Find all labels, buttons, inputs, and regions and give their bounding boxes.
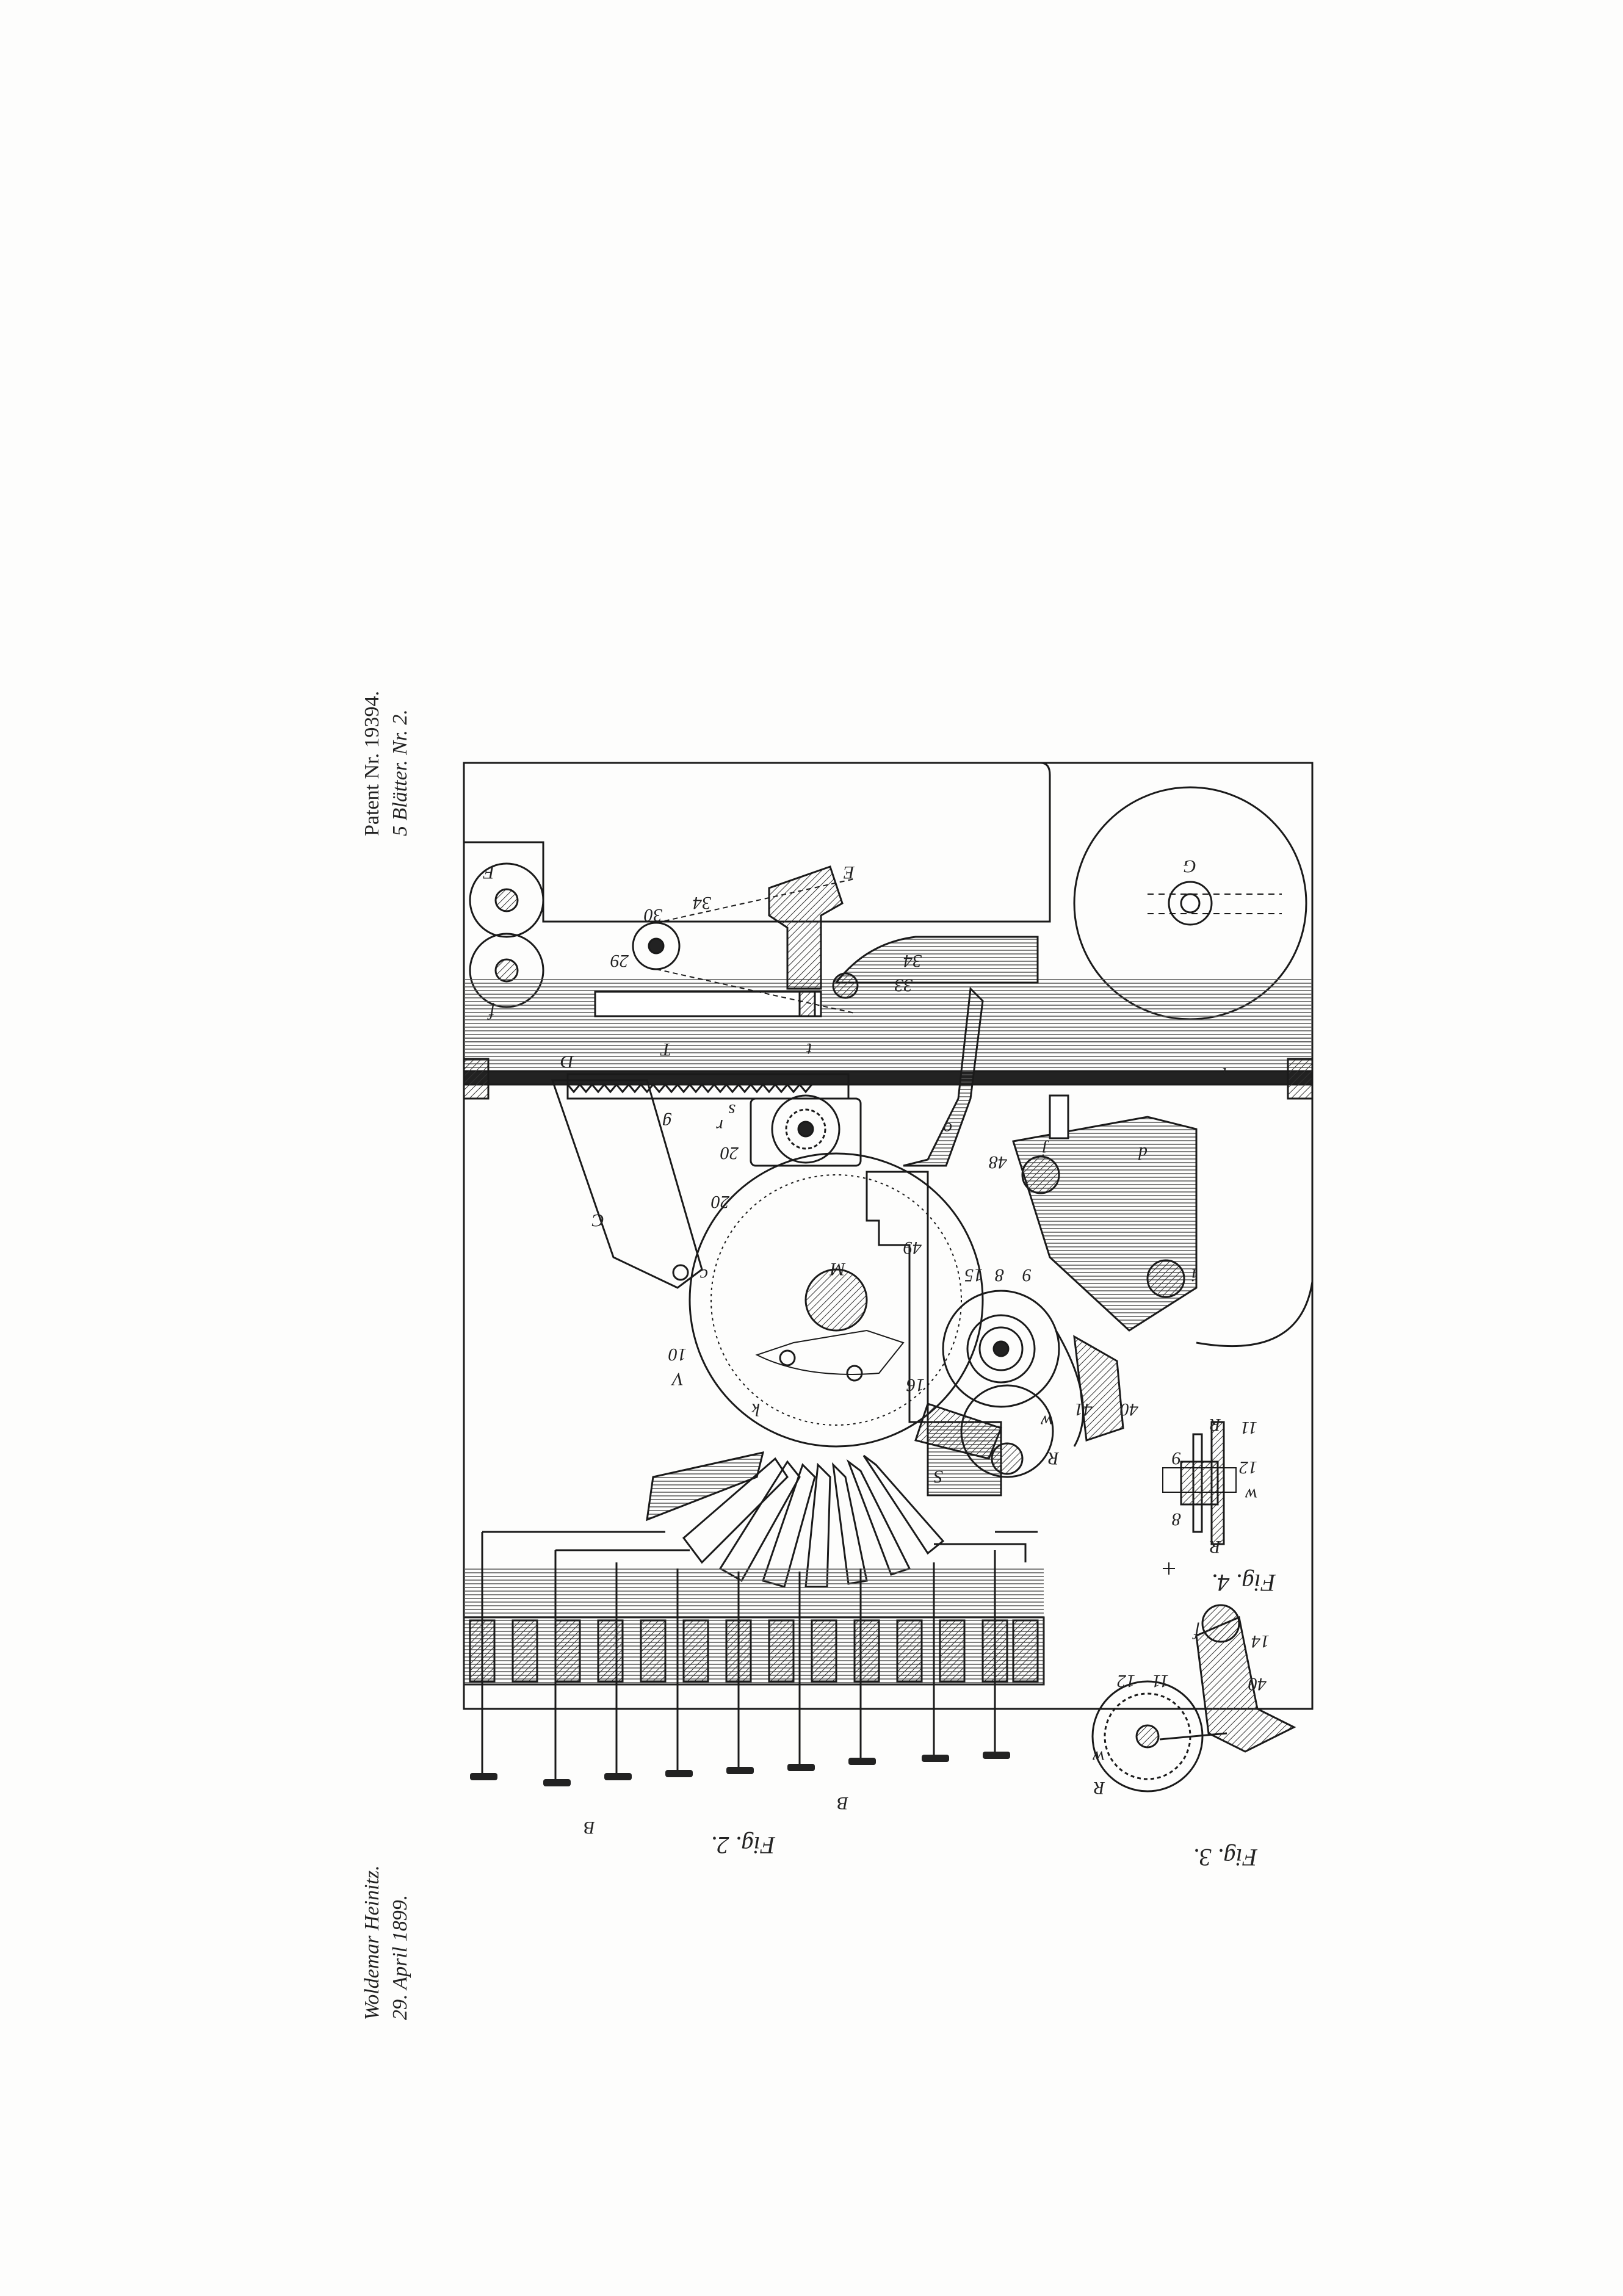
label-d: d xyxy=(1138,1143,1148,1163)
label-R: R xyxy=(1048,1448,1060,1468)
figure-3-title: Fig. 3. xyxy=(1193,1844,1258,1871)
label-48: 48 xyxy=(989,1152,1007,1172)
label-10: 10 xyxy=(668,1345,687,1365)
fig3-label-40: 40 xyxy=(1248,1674,1267,1694)
label-9: 9 xyxy=(1022,1265,1032,1285)
star-wheel-8 xyxy=(966,1314,1036,1384)
fig3-label-14: 14 xyxy=(1251,1631,1270,1652)
rack-bar xyxy=(463,1070,1314,1086)
arm-34 xyxy=(834,936,1039,984)
fig4-label-8: 8 xyxy=(1172,1509,1181,1529)
paper-roller-top xyxy=(469,862,544,938)
label-40: 40 xyxy=(1120,1399,1138,1420)
rack-teeth xyxy=(566,1083,813,1094)
fig4-label-11: 11 xyxy=(1240,1418,1257,1438)
label-S: S xyxy=(934,1467,943,1487)
label-B1: B xyxy=(584,1818,595,1838)
label-33: 33 xyxy=(894,975,913,995)
label-k: k xyxy=(751,1399,760,1420)
label-c: c xyxy=(700,1265,708,1285)
type-bar-E xyxy=(768,865,844,990)
label-T: T xyxy=(660,1039,671,1060)
label-t: t xyxy=(806,1039,812,1060)
pivot-i xyxy=(1146,1259,1185,1298)
star-wheel-9 xyxy=(942,1290,1060,1408)
fig3-label-R: R xyxy=(1094,1778,1105,1798)
fig4-label-12: 12 xyxy=(1239,1457,1257,1478)
bell-crank-j xyxy=(1012,1116,1198,1332)
fig3-label-11: 11 xyxy=(1152,1671,1169,1691)
fig4-label-9: 9 xyxy=(1172,1448,1181,1468)
label-G: G xyxy=(1183,856,1196,876)
lever-C xyxy=(551,1079,703,1289)
key-bed-hatching xyxy=(469,1619,1039,1683)
label-F-top: F xyxy=(483,862,495,883)
fig4-label-w: w xyxy=(1245,1485,1257,1505)
label-29: 29 xyxy=(610,951,629,971)
label-j: j xyxy=(1042,1140,1049,1160)
paper-carriage-housing xyxy=(464,762,1051,923)
label-D: D xyxy=(560,1052,574,1072)
pivot-S xyxy=(991,1442,1024,1475)
fig3-label-12: 12 xyxy=(1117,1671,1135,1691)
label-34a: 34 xyxy=(693,893,712,913)
fig3-label-w: w xyxy=(1093,1747,1105,1767)
figure-4-title: Fig. 4. xyxy=(1211,1569,1276,1597)
label-V: V xyxy=(670,1369,684,1389)
label-20a: 20 xyxy=(720,1143,739,1163)
label-16: 16 xyxy=(906,1375,925,1395)
label-49: 49 xyxy=(903,1238,922,1258)
label-15: 15 xyxy=(964,1265,983,1285)
fig4-label-R: R xyxy=(1210,1415,1221,1435)
pivot-j xyxy=(1021,1155,1060,1194)
pinion-gear-20 xyxy=(771,1094,840,1164)
label-B2: B xyxy=(837,1793,848,1813)
fig4-label-R-lower: R xyxy=(1210,1537,1221,1557)
label-i: i xyxy=(1191,1265,1196,1285)
figure-3-detail xyxy=(1091,1604,1296,1792)
arm-48 xyxy=(903,986,984,1167)
label-s: s xyxy=(728,1100,736,1121)
key-caps xyxy=(470,1752,1010,1786)
label-41: 41 xyxy=(1074,1399,1093,1420)
label-30: 30 xyxy=(644,905,663,925)
slide-T xyxy=(594,991,822,1017)
label-w: w xyxy=(1041,1412,1053,1432)
label-l: l xyxy=(1222,1064,1227,1084)
fig3-label-f: f xyxy=(1192,1622,1199,1642)
figure-4-detail xyxy=(1162,1421,1237,1575)
label-M: M xyxy=(829,1259,846,1279)
label-o: o xyxy=(943,1119,952,1139)
label-r: r xyxy=(716,1116,723,1136)
label-20b: 20 xyxy=(711,1192,729,1212)
figure-2-title: Fig. 2. xyxy=(710,1832,776,1859)
key-stems xyxy=(481,1531,1038,1782)
label-E: E xyxy=(844,862,855,883)
block-49 xyxy=(866,1171,929,1423)
lower-frame-curve xyxy=(1196,1099,1314,1348)
key-lever-fan xyxy=(646,1451,945,1588)
label-C: C xyxy=(591,1210,604,1230)
type-wheel-M xyxy=(689,1152,984,1448)
large-roller-hub xyxy=(1168,881,1213,926)
label-g: g xyxy=(662,1113,671,1133)
label-34b: 34 xyxy=(903,951,922,971)
wheel-hub xyxy=(804,1268,868,1332)
label-8: 8 xyxy=(995,1265,1004,1285)
platen-band xyxy=(464,977,1312,1044)
